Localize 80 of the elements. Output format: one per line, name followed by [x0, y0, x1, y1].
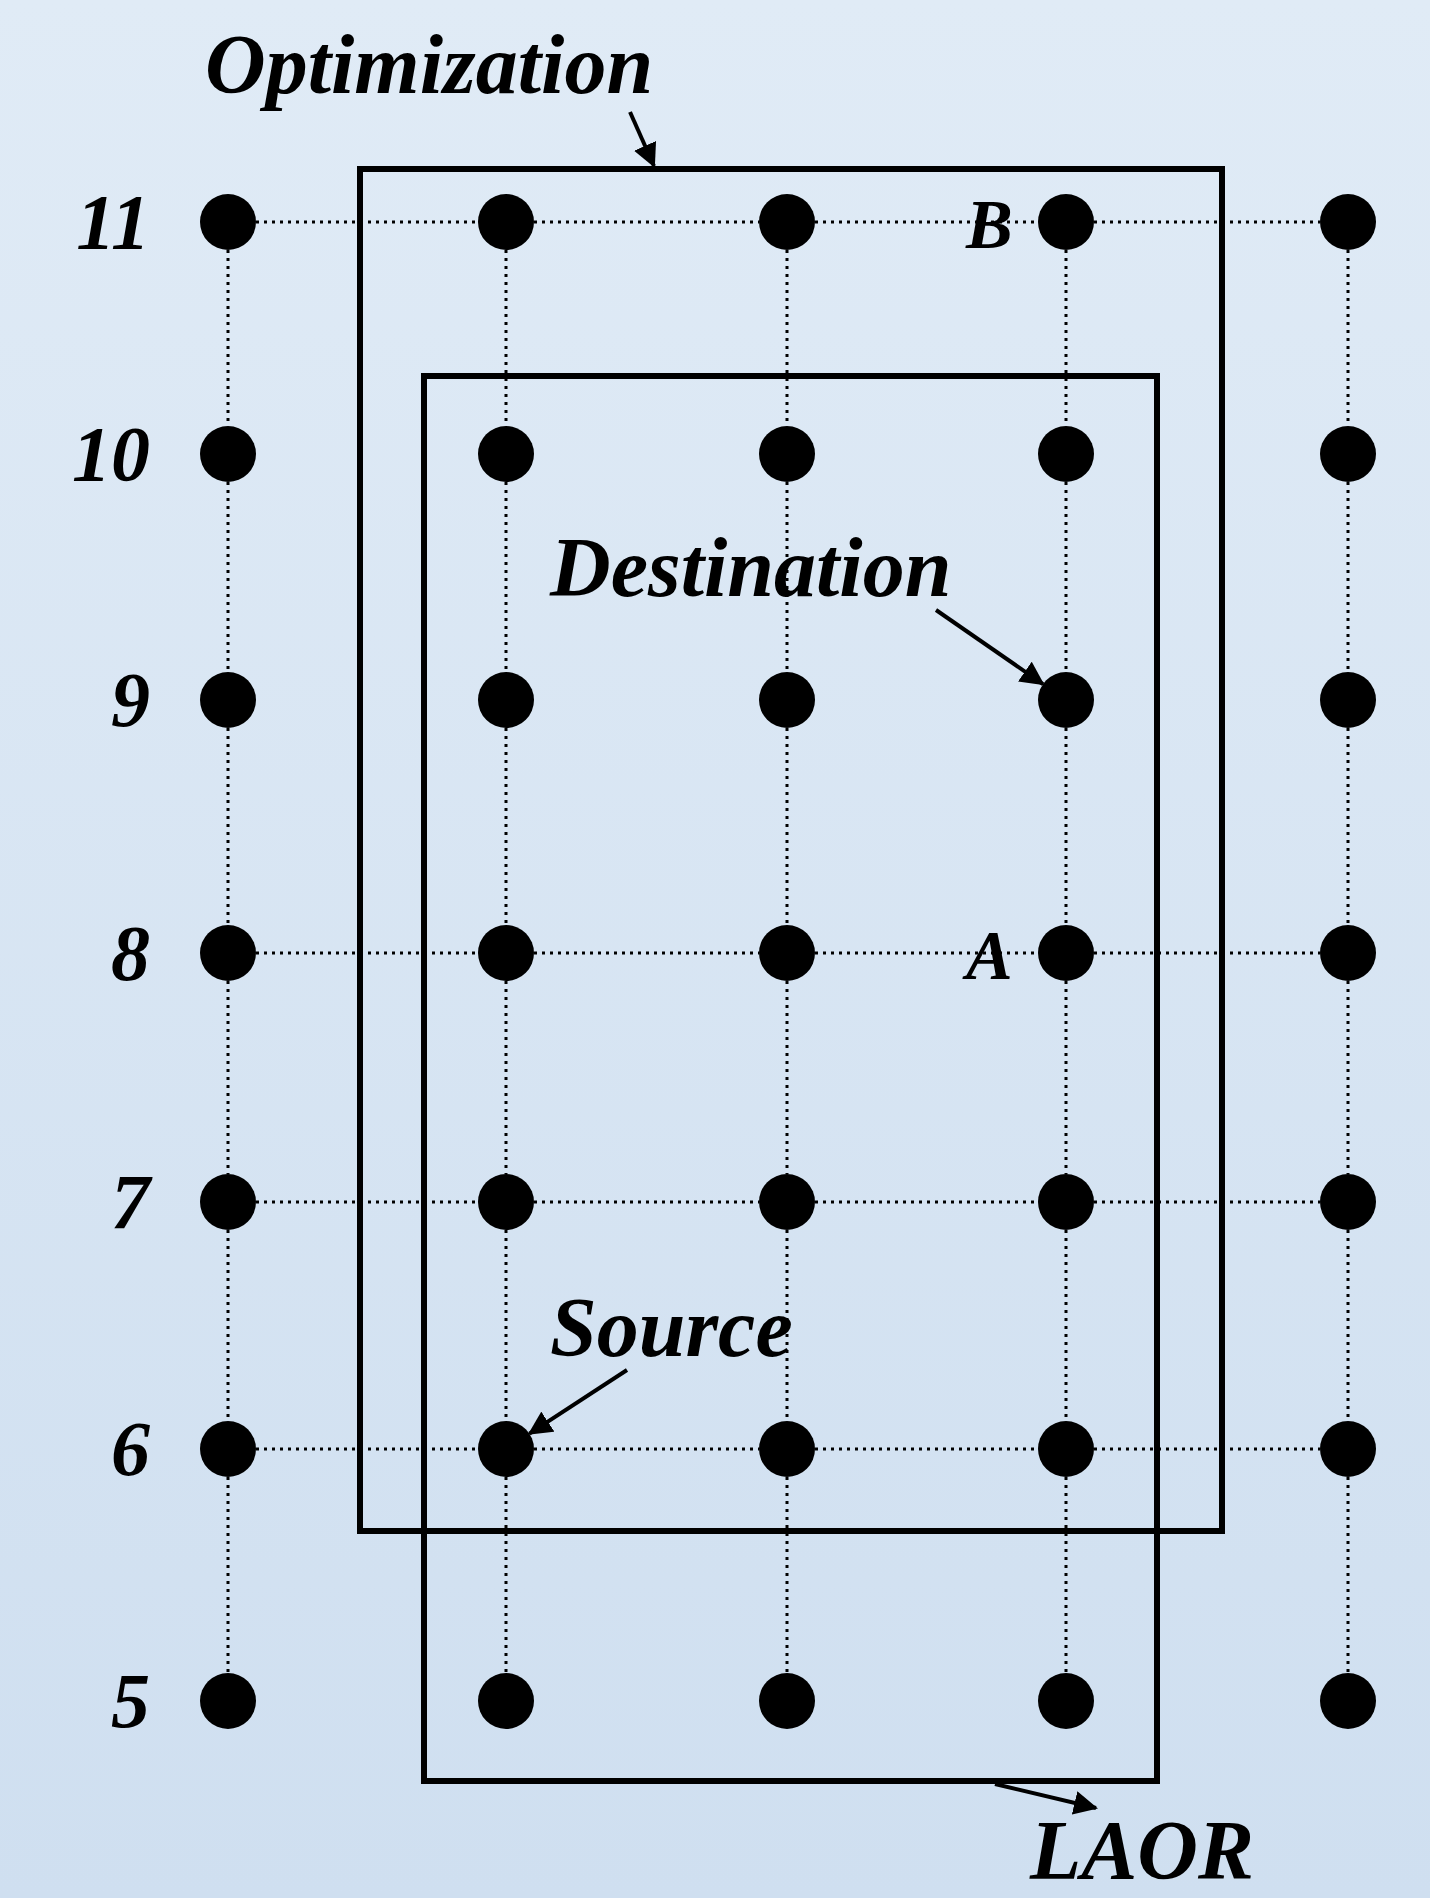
network-node-dot: [1320, 194, 1376, 250]
network-node-dot: [1038, 426, 1094, 482]
network-node-dot: [1038, 1673, 1094, 1729]
network-node-dot: [478, 426, 534, 482]
point-label: B: [966, 190, 1013, 260]
network-node-dot: [1038, 925, 1094, 981]
link-line: [785, 1477, 789, 1673]
network-node-dot: [200, 1673, 256, 1729]
network-node-dot: [759, 194, 815, 250]
link-line: [785, 482, 789, 672]
row-number: 6: [110, 1409, 150, 1489]
arrow: [628, 111, 657, 168]
network-node-dot: [1320, 426, 1376, 482]
network-node-dot: [478, 1421, 534, 1477]
node-label: Source: [550, 1285, 840, 1370]
link-line: [256, 1447, 478, 1451]
link-line: [226, 1477, 230, 1673]
link-line: [1094, 1447, 1320, 1451]
link-line: [256, 951, 478, 955]
network-node-dot: [1320, 672, 1376, 728]
network-node-dot: [200, 194, 256, 250]
row-number: 5: [110, 1661, 150, 1741]
link-line: [1346, 981, 1350, 1174]
link-line: [504, 1477, 508, 1673]
row-number: 9: [110, 660, 150, 740]
network-node-dot: [200, 672, 256, 728]
arrow: [994, 1782, 1098, 1815]
network-node-dot: [1320, 925, 1376, 981]
node-label: Destination: [550, 525, 1010, 610]
link-line: [1094, 1200, 1320, 1204]
link-line: [256, 1200, 478, 1204]
arrow: [527, 1368, 629, 1436]
link-line: [1064, 981, 1068, 1174]
network-node-dot: [200, 426, 256, 482]
network-node-dot: [759, 1673, 815, 1729]
link-line: [256, 220, 478, 224]
network-node-dot: [1038, 194, 1094, 250]
network-node-dot: [478, 1174, 534, 1230]
region-rectangle: [357, 166, 1225, 1534]
link-line: [504, 482, 508, 672]
network-node-dot: [200, 925, 256, 981]
row-number: 10: [71, 414, 150, 494]
link-line: [226, 728, 230, 925]
network-node-dot: [759, 1421, 815, 1477]
network-node-dot: [1320, 1174, 1376, 1230]
network-node-dot: [478, 194, 534, 250]
link-line: [226, 981, 230, 1174]
network-node-dot: [1320, 1421, 1376, 1477]
link-line: [785, 728, 789, 925]
network-node-dot: [759, 426, 815, 482]
link-line: [504, 981, 508, 1174]
link-line: [1094, 220, 1320, 224]
node-label: LAOR: [1030, 1808, 1290, 1893]
network-node-dot: [200, 1174, 256, 1230]
link-line: [1064, 728, 1068, 925]
network-node-dot: [1038, 672, 1094, 728]
row-number: 8: [110, 913, 150, 993]
node-label: Optimization: [205, 22, 705, 112]
link-line: [504, 728, 508, 925]
network-node-dot: [759, 925, 815, 981]
arrow: [934, 608, 1045, 686]
network-node-dot: [478, 672, 534, 728]
link-line: [1346, 1477, 1350, 1673]
link-line: [1064, 482, 1068, 672]
link-line: [226, 482, 230, 672]
network-node-dot: [1038, 1174, 1094, 1230]
row-number: 11: [75, 182, 150, 262]
link-line: [1346, 728, 1350, 925]
link-line: [1346, 482, 1350, 672]
network-node-dot: [200, 1421, 256, 1477]
link-line: [1064, 1477, 1068, 1673]
network-node-dot: [1038, 1421, 1094, 1477]
network-node-dot: [1320, 1673, 1376, 1729]
network-node-dot: [478, 1673, 534, 1729]
network-node-dot: [759, 1174, 815, 1230]
network-node-dot: [759, 672, 815, 728]
link-line: [785, 981, 789, 1174]
region-rectangle: [421, 373, 1160, 1784]
link-line: [1094, 951, 1320, 955]
network-node-dot: [478, 925, 534, 981]
